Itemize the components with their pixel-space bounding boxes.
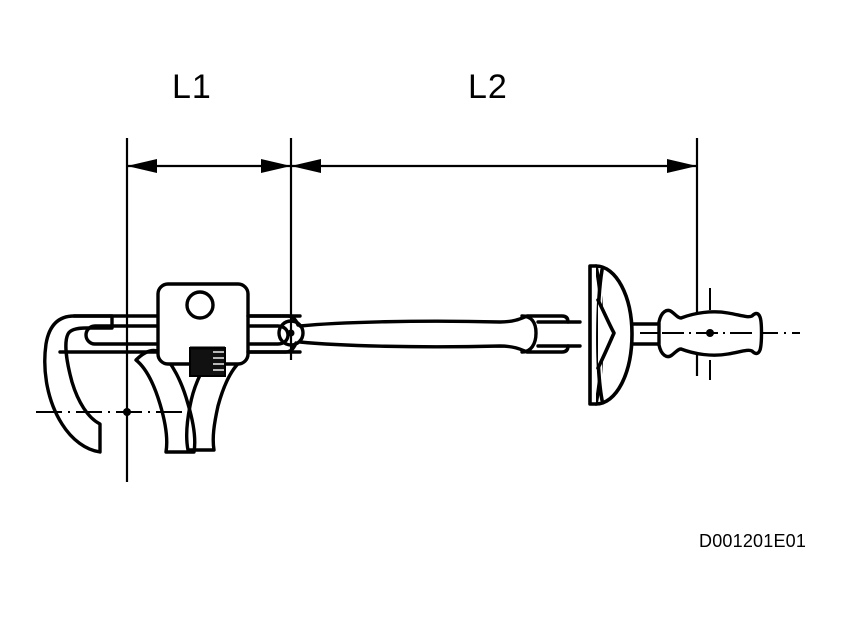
knurled-nut-teeth [213,351,224,371]
flange-hub [596,298,616,370]
shaft-top-edge [298,314,570,328]
dimension-label-l2: L2 [468,68,508,106]
shaft-bottom-edge [298,340,570,354]
flange-disc-rim [588,264,598,406]
shaft-group [298,314,582,354]
flange-disc-group [588,264,634,406]
center-mark-left [123,408,131,416]
center-mark-pivot [287,329,295,337]
dimension-label-l1: L1 [172,68,212,106]
disc-to-handle-shaft [632,322,660,346]
shaft-collar [520,314,538,354]
secondary-jaw-hook [184,346,244,452]
pivot-eye [277,319,305,347]
center-mark-handle [706,329,714,337]
arrowhead-l1-right [261,159,291,173]
upper-jaw-hook [43,314,114,454]
center-marks [123,329,714,416]
adjuster-block-hole [185,290,215,320]
arrowhead-l1-left [127,159,157,173]
arrowhead-l2-right [667,159,697,173]
knurled-nut-group [189,346,226,377]
lower-jaw-hook [134,348,197,454]
bar-right-section [246,314,305,354]
adjuster-block-detail [185,290,215,320]
arrowhead-l2-left [291,159,321,173]
figure-code-label: D001201E01 [699,531,807,551]
dimension-line-l1 [127,159,291,173]
dimension-line-l2 [291,159,697,173]
